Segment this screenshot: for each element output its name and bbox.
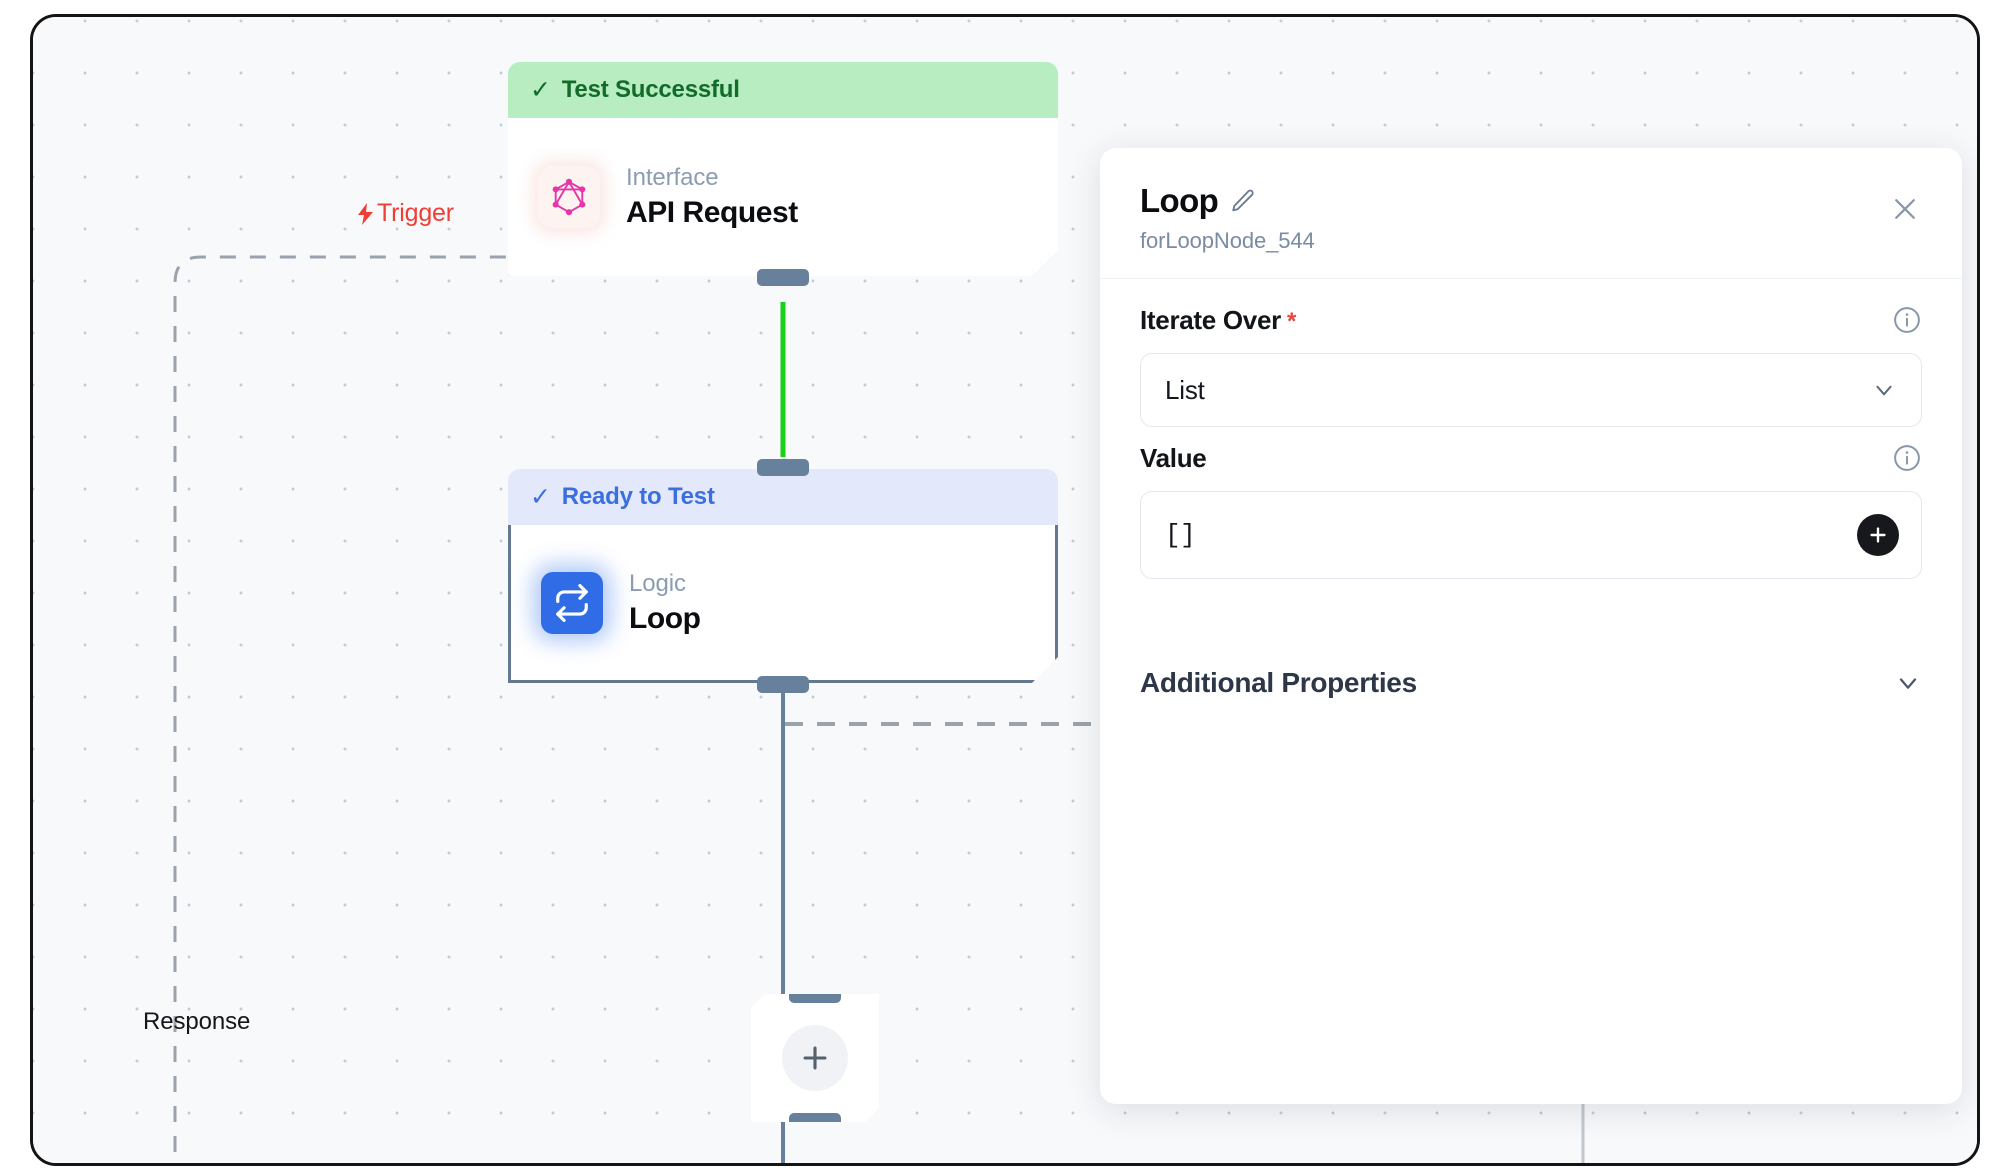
node-kind-label: Logic <box>629 569 686 597</box>
plus-icon <box>798 1041 832 1075</box>
node-status-banner-success: ✓ Test Successful <box>508 62 1058 118</box>
pencil-icon[interactable] <box>1230 188 1256 214</box>
add-node-button[interactable] <box>751 994 879 1122</box>
node-handle-bottom[interactable] <box>757 676 809 693</box>
node-title-label: API Request <box>626 196 798 229</box>
panel-title: Loop <box>1140 182 1219 219</box>
panel-header: Loop forLoopNode_544 <box>1100 148 1962 279</box>
node-status-text: Ready to Test <box>561 483 715 510</box>
node-handle-bottom[interactable] <box>757 269 809 286</box>
check-icon: ✓ <box>530 75 551 104</box>
chevron-down-icon[interactable] <box>1894 669 1922 697</box>
panel-title-row: Loop <box>1140 182 1922 220</box>
close-icon[interactable] <box>1888 192 1922 226</box>
lightning-bolt-icon <box>355 202 375 226</box>
node-status-text: Test Successful <box>561 76 740 103</box>
response-label: Response <box>143 1008 251 1035</box>
graphql-icon <box>538 166 600 228</box>
additional-properties-title: Additional Properties <box>1140 667 1417 698</box>
iterate-over-select[interactable]: List <box>1140 353 1922 427</box>
node-status-banner-ready: ✓ Ready to Test <box>508 469 1058 525</box>
field-label-text: Iterate Over <box>1140 304 1281 335</box>
panel-body: Iterate Over * List <box>1100 279 1962 699</box>
plus-icon <box>1870 527 1886 543</box>
trigger-label: Trigger <box>355 199 454 228</box>
panel-subtitle: forLoopNode_544 <box>1140 228 1315 253</box>
field-iterate-over: Iterate Over * List <box>1140 303 1922 427</box>
loop-icon <box>541 572 603 634</box>
field-label: Iterate Over * <box>1140 305 1296 336</box>
field-value: Value [] <box>1140 441 1922 579</box>
value-input-text: [] <box>1165 520 1196 550</box>
info-icon[interactable] <box>1892 305 1922 335</box>
field-label-row: Iterate Over * <box>1140 303 1922 337</box>
add-node-handle-top[interactable] <box>789 986 841 1003</box>
check-icon: ✓ <box>530 482 551 511</box>
node-handle-top[interactable] <box>757 459 809 476</box>
info-icon[interactable] <box>1892 443 1922 473</box>
additional-properties-section[interactable]: Additional Properties <box>1140 667 1922 699</box>
field-label-row: Value <box>1140 441 1922 475</box>
field-label-text: Value <box>1140 442 1207 473</box>
node-loop[interactable]: ✓ Ready to Test Logic Loop <box>508 459 1058 693</box>
node-title-label: Loop <box>629 601 701 635</box>
node-body[interactable]: Logic Loop <box>508 525 1058 683</box>
add-node-circle[interactable] <box>782 1025 848 1091</box>
node-properties-panel: Loop forLoopNode_544 <box>1100 148 1962 1104</box>
iterate-over-value: List <box>1165 374 1205 405</box>
node-api-request[interactable]: ✓ Test Successful <box>508 62 1058 286</box>
required-marker: * <box>1286 307 1296 335</box>
trigger-label-text: Trigger <box>377 199 454 227</box>
value-input[interactable]: [] <box>1140 491 1922 579</box>
chevron-down-icon[interactable] <box>1871 377 1897 403</box>
node-kind-label: Interface <box>626 164 719 191</box>
add-node-handle-bottom[interactable] <box>789 1113 841 1130</box>
node-body[interactable]: Interface API Request <box>508 118 1058 276</box>
field-label: Value <box>1140 443 1212 474</box>
add-value-button[interactable] <box>1857 514 1899 556</box>
window-frame: Trigger Response ✓ Test Successful <box>30 14 1980 1166</box>
